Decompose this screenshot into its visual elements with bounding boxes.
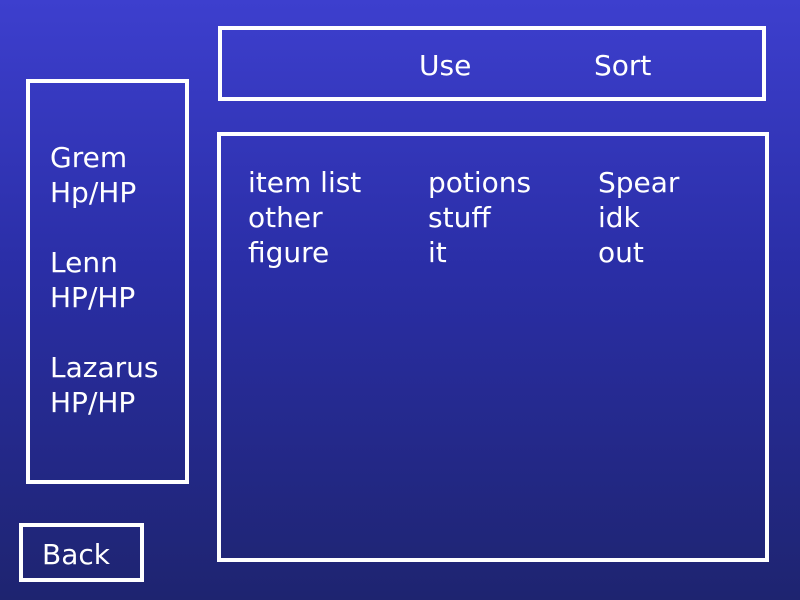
item-column: potions stuff it <box>428 165 531 270</box>
item-column: Spear idk out <box>598 165 679 270</box>
item-entry[interactable]: potions <box>428 166 532 199</box>
item-entry[interactable]: idk <box>598 201 640 234</box>
back-button[interactable]: Back <box>19 523 144 582</box>
item-entry[interactable]: other <box>248 201 323 234</box>
party-panel: Grem Hp/HP Lenn HP/HP Lazarus HP/HP <box>26 79 189 484</box>
party-member-lazarus: Lazarus HP/HP <box>50 350 158 420</box>
use-button[interactable]: Use <box>419 49 472 82</box>
item-entry[interactable]: out <box>598 236 644 269</box>
party-member-hp: Hp/HP <box>50 176 137 209</box>
party-member-hp: HP/HP <box>50 386 136 419</box>
party-member-hp: HP/HP <box>50 281 136 314</box>
party-member-lenn: Lenn HP/HP <box>50 245 135 315</box>
item-column: item list other figure <box>248 165 361 270</box>
party-member-name: Lenn <box>50 246 118 279</box>
item-entry[interactable]: Spear <box>598 166 680 199</box>
party-member-grem: Grem Hp/HP <box>50 140 136 210</box>
item-entry[interactable]: stuff <box>428 201 491 234</box>
party-member-name: Lazarus <box>50 351 159 384</box>
sort-button[interactable]: Sort <box>594 49 652 82</box>
party-member-name: Grem <box>50 141 128 174</box>
item-entry[interactable]: it <box>428 236 447 269</box>
command-bar: Use Sort <box>218 26 766 101</box>
item-entry[interactable]: figure <box>248 236 330 269</box>
back-button-label: Back <box>42 538 110 571</box>
item-entry[interactable]: item list <box>248 166 362 199</box>
items-panel: item list other figure potions stuff it … <box>217 132 769 562</box>
